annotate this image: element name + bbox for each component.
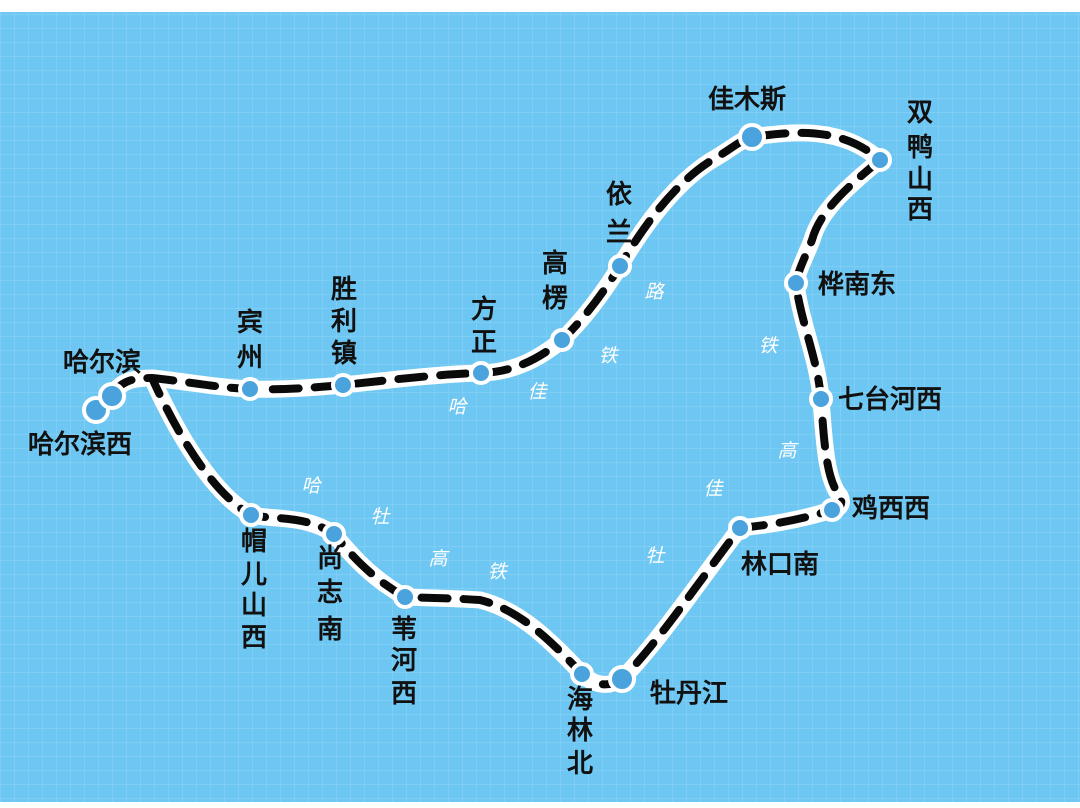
station-shenglizhen[interactable]: 胜利镇	[331, 275, 357, 397]
station-hua-nan-east[interactable]: 桦南东	[784, 269, 896, 300]
station-label: 佳木斯	[708, 85, 786, 115]
station-label: 双鸭山西	[907, 98, 933, 225]
station-marker[interactable]	[608, 254, 632, 278]
station-marker[interactable]	[239, 503, 263, 527]
track-dash	[108, 128, 884, 689]
station-label: 海林北	[567, 685, 593, 779]
station-label: 方正	[471, 294, 497, 358]
line-label-jia-mu-highspeed-0: 铁	[758, 335, 779, 357]
station-marker[interactable]	[784, 271, 808, 295]
station-label: 依兰	[606, 180, 633, 248]
station-label: 胜利镇	[331, 275, 357, 369]
station-label: 苇河西	[391, 615, 417, 709]
station-marker[interactable]	[608, 665, 636, 693]
station-jiamusi[interactable]: 佳木斯	[708, 85, 786, 151]
station-label: 鸡西西	[851, 493, 930, 524]
station-shuangyashan-west[interactable]: 双鸭山西	[868, 98, 933, 225]
line-label-ha-jia-railway-0: 哈	[447, 396, 468, 418]
station-label: 尚志南	[317, 544, 343, 645]
line-label-jia-mu-highspeed-3: 牡	[645, 545, 666, 567]
station-yilan[interactable]: 依兰	[606, 180, 633, 278]
station-label: 林口南	[741, 550, 819, 580]
line-label-ha-mu-highspeed-1: 牡	[370, 506, 391, 528]
station-weihe-west[interactable]: 苇河西	[391, 585, 417, 709]
station-harbin[interactable]: 哈尔滨	[63, 347, 141, 410]
station-label: 帽儿山西	[241, 527, 267, 653]
station-hailin-north[interactable]: 海林北	[567, 662, 594, 779]
map-grid	[0, 12, 1080, 802]
station-binzhou[interactable]: 宾州	[237, 307, 263, 401]
station-marker[interactable]	[868, 148, 892, 172]
station-label: 七台河西	[838, 384, 942, 415]
line-label-ha-mu-highspeed-2: 高	[428, 548, 450, 570]
station-marker[interactable]	[469, 361, 493, 385]
station-marker[interactable]	[331, 373, 355, 397]
station-gaoleng[interactable]: 高楞	[542, 248, 574, 352]
station-mudanjiang[interactable]: 牡丹江	[608, 665, 728, 709]
station-qitaihe-west[interactable]: 七台河西	[809, 384, 942, 415]
line-label-ha-jia-railway-3: 路	[644, 281, 665, 303]
line-label-ha-jia-railway-2: 铁	[598, 345, 619, 367]
station-label: 哈尔滨西	[28, 429, 132, 460]
station-marker[interactable]	[728, 516, 752, 540]
station-fangzheng[interactable]: 方正	[469, 294, 497, 385]
railway-tracks	[103, 124, 889, 693]
station-marker[interactable]	[570, 662, 594, 686]
station-label: 桦南东	[818, 269, 896, 300]
station-shangzhi-south[interactable]: 尚志南	[317, 522, 346, 645]
line-label-jia-mu-highspeed-1: 高	[777, 440, 799, 462]
station-marker[interactable]	[238, 377, 262, 401]
station-maoershan-west[interactable]: 帽儿山西	[239, 503, 267, 653]
station-label: 牡丹江	[650, 679, 728, 709]
line-label-ha-mu-highspeed-3: 铁	[487, 561, 508, 583]
station-marker[interactable]	[322, 522, 346, 546]
station-label: 宾州	[237, 307, 263, 373]
station-marker[interactable]	[738, 123, 766, 151]
station-label: 哈尔滨	[63, 347, 141, 378]
line-label-jia-mu-highspeed-2: 佳	[703, 478, 724, 500]
station-jixi-west[interactable]: 鸡西西	[820, 493, 930, 524]
station-label: 高楞	[542, 248, 568, 314]
station-marker[interactable]	[820, 498, 844, 522]
station-marker[interactable]	[550, 328, 574, 352]
station-marker[interactable]	[393, 585, 417, 609]
station-marker[interactable]	[98, 382, 126, 410]
line-label-ha-jia-railway-1: 佳	[527, 381, 548, 403]
line-label-ha-mu-highspeed-0: 哈	[301, 475, 322, 497]
station-marker[interactable]	[809, 387, 833, 411]
station-linkou-south[interactable]: 林口南	[728, 516, 819, 580]
